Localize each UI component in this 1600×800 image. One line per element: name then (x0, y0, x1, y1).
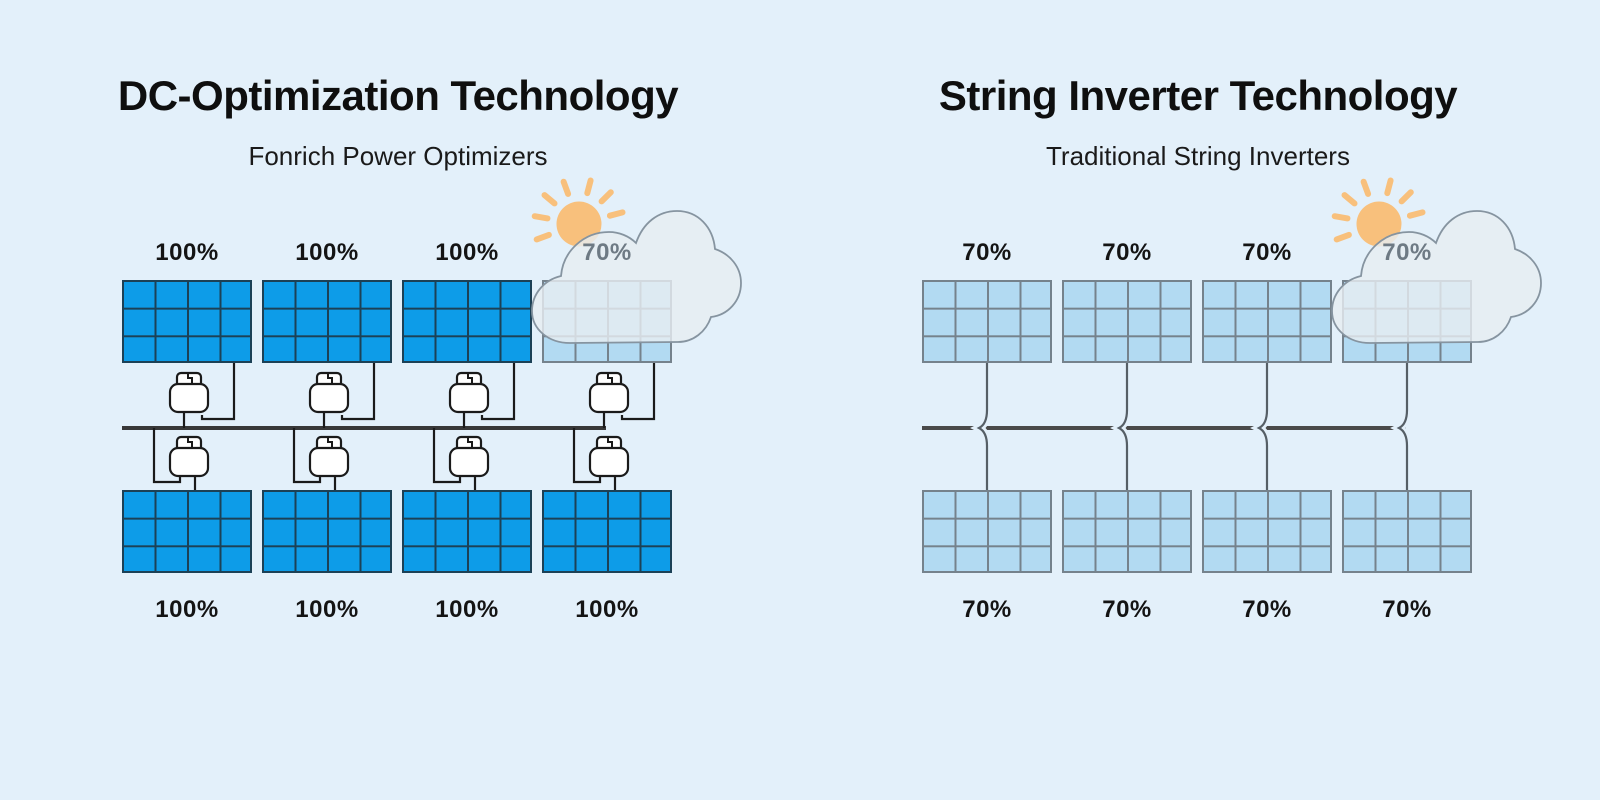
wire (620, 363, 656, 421)
solar-panel-reduced (1202, 490, 1332, 573)
left-subtitle: Fonrich Power Optimizers (248, 141, 548, 171)
wire (976, 363, 989, 490)
wire (200, 363, 236, 421)
panel-output-label: 70% (1242, 239, 1292, 266)
solar-panel (122, 490, 252, 573)
panel-output-label: 100% (295, 596, 359, 623)
panel-output-label: 70% (1102, 596, 1152, 623)
panel-output-label: 100% (155, 596, 219, 623)
wire (1396, 363, 1409, 490)
solar-panel-reduced (1062, 280, 1192, 363)
panel-output-label: 100% (435, 596, 499, 623)
wire (292, 428, 322, 484)
wire (340, 363, 376, 421)
wire (1116, 363, 1129, 490)
solar-panel-reduced (1062, 490, 1192, 573)
solar-panel (542, 490, 672, 573)
panel-output-label-shaded: 70% (582, 239, 632, 266)
wire (572, 428, 602, 484)
solar-panel (262, 490, 392, 573)
panel-output-label: 70% (1242, 596, 1292, 623)
optimizer-wiring-diagram (122, 363, 656, 490)
weather-overlay (1331, 177, 1542, 344)
weather-overlay (531, 177, 742, 344)
solar-panel (122, 280, 252, 363)
solar-panel (402, 490, 532, 573)
panel-output-label: 70% (1102, 239, 1152, 266)
solar-panel (262, 280, 392, 363)
wire (480, 363, 516, 421)
panel-output-label: 70% (1382, 596, 1432, 623)
panel-output-label: 70% (962, 596, 1012, 623)
panel-output-label: 100% (155, 239, 219, 266)
solar-panel (402, 280, 532, 363)
wire (432, 428, 462, 484)
panel-output-label-shaded: 70% (1382, 239, 1432, 266)
panel-output-label: 70% (962, 239, 1012, 266)
dc-optimization-diagram: DC-Optimization Technology Fonrich Power… (100, 0, 760, 760)
cloud-icon (1331, 210, 1542, 344)
string-inverter-diagram: String Inverter Technology Traditional S… (900, 0, 1560, 760)
panel-output-label: 100% (575, 596, 639, 623)
wire (152, 428, 182, 484)
panel-output-label: 100% (435, 239, 499, 266)
string-wiring-diagram (922, 363, 1411, 490)
panel-output-label: 100% (295, 239, 359, 266)
solar-panel-reduced (1342, 490, 1472, 573)
wire (1256, 363, 1269, 490)
cloud-icon (531, 210, 742, 344)
right-title: String Inverter Technology (938, 72, 1458, 119)
solar-panel-reduced (922, 490, 1052, 573)
left-title: DC-Optimization Technology (117, 72, 679, 119)
solar-panel-reduced (922, 280, 1052, 363)
right-subtitle: Traditional String Inverters (1046, 141, 1350, 171)
solar-panel-reduced (1202, 280, 1332, 363)
